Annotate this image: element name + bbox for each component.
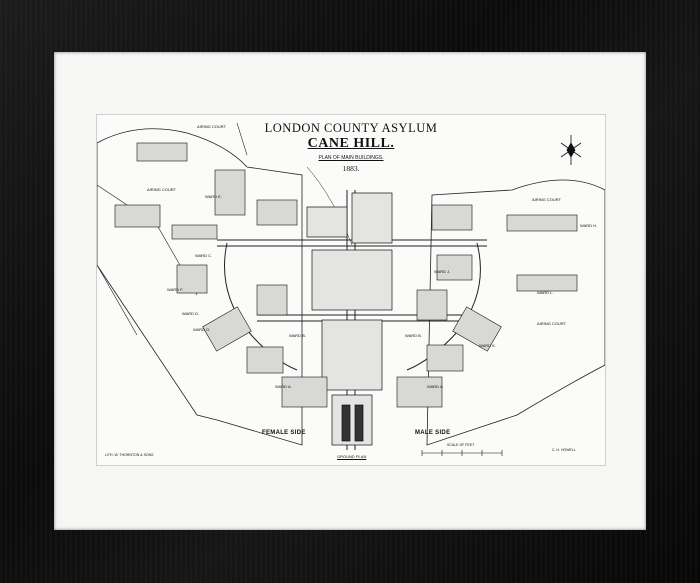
- printer-credit: LITH. W. THORNTON & SONS: [105, 453, 154, 457]
- east-grounds-boundary: [426, 179, 605, 446]
- ward-j-block: [436, 254, 473, 281]
- scale-label: SCALE OF FEET: [447, 443, 475, 447]
- ward-label: WARD A.: [427, 384, 444, 389]
- central-block: [311, 249, 393, 311]
- plan-caption: PLAN OF MAIN BUILDINGS.: [318, 155, 384, 161]
- north-service-block: [351, 192, 393, 244]
- ward-label: WARD L.: [537, 290, 554, 295]
- plan-title: LONDON COUNTY ASYLUM: [264, 121, 438, 135]
- compass-rose-icon: [560, 135, 582, 165]
- court-label: AIRING COURT: [537, 321, 567, 326]
- ward-b-west-block: [246, 346, 284, 374]
- ward-label: WARD C.: [195, 253, 213, 258]
- ward-label: WARD J.: [434, 269, 451, 274]
- ward-d-block: [202, 306, 252, 352]
- plan-subtitle: CANE HILL.: [307, 136, 395, 151]
- ward-b-east-block: [426, 344, 464, 372]
- ward-c-block: [114, 204, 161, 228]
- ward-label: WARD K.: [479, 343, 496, 348]
- ward-a-west-block: [281, 376, 328, 408]
- court-label: AIRING COURT: [147, 187, 177, 192]
- recreation-hall: [321, 319, 383, 391]
- ward-k-block: [452, 306, 502, 352]
- court-label: AIRING COURT: [197, 124, 227, 129]
- female-side-label: FEMALE SIDE: [262, 430, 306, 436]
- ward-label: WARD B.: [405, 333, 422, 338]
- architect-credit: C. H. HOWELL: [552, 448, 576, 452]
- court-label: AIRING COURT: [532, 197, 562, 202]
- ward-label: WARD H.: [580, 223, 598, 228]
- asylum-plan-print: LONDON COUNTY ASYLUM CANE HILL. PLAN OF …: [96, 114, 606, 466]
- ward-l-block: [516, 274, 578, 292]
- plan-year: 1883.: [342, 164, 360, 173]
- ward-label: WARD G.: [193, 327, 211, 332]
- male-side-label: MALE SIDE: [415, 430, 451, 436]
- ward-label: WARD E.: [205, 194, 222, 199]
- administration-block: [331, 394, 373, 446]
- ward-label: WARD B.: [289, 333, 306, 338]
- ward-a-east-block: [396, 376, 443, 408]
- ward-e-block: [136, 142, 188, 162]
- ward-label: WARD D.: [182, 311, 200, 316]
- ward-f-block: [176, 264, 208, 294]
- ward-label: WARD F.: [167, 287, 184, 292]
- floor-plan-drawing: [97, 122, 605, 456]
- ward-label: WARD A.: [275, 384, 292, 389]
- west-grounds-boundary: [97, 128, 303, 446]
- ground-plan-label: GROUND PLAN: [337, 454, 367, 459]
- scale-bar: [421, 450, 503, 456]
- ward-h-block: [506, 214, 578, 232]
